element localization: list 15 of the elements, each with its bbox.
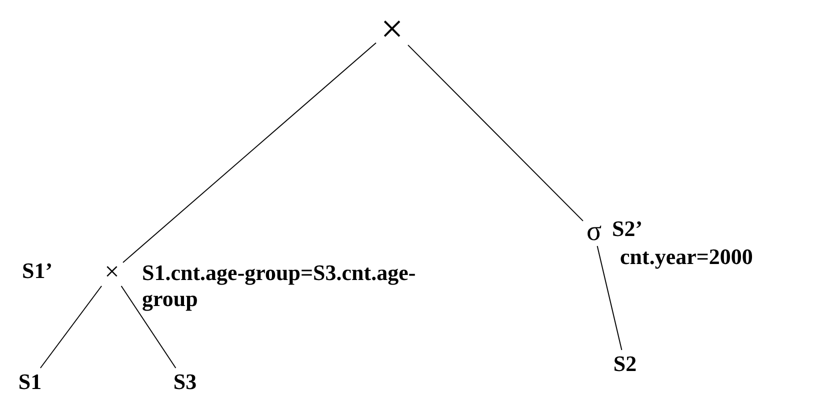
relation-alias: S2’ (612, 216, 644, 242)
join-condition: S1.cnt.age-group=S3.cnt.age-group (142, 260, 417, 312)
tree-edge (408, 44, 584, 222)
selection-operator: σ (583, 218, 605, 246)
tree-edge (122, 42, 376, 263)
selection-condition: cnt.year=2000 (620, 244, 754, 270)
tree-edge (120, 286, 176, 368)
relation-label: S2 (606, 350, 644, 378)
relation-alias: S1’ (22, 258, 54, 284)
cross-product-operator: × (376, 8, 408, 50)
tree-edge (596, 246, 622, 350)
tree-edge (40, 286, 102, 368)
relation-label: S3 (166, 368, 204, 396)
join-operator: × (101, 258, 123, 286)
relation-label: S1 (12, 368, 48, 396)
